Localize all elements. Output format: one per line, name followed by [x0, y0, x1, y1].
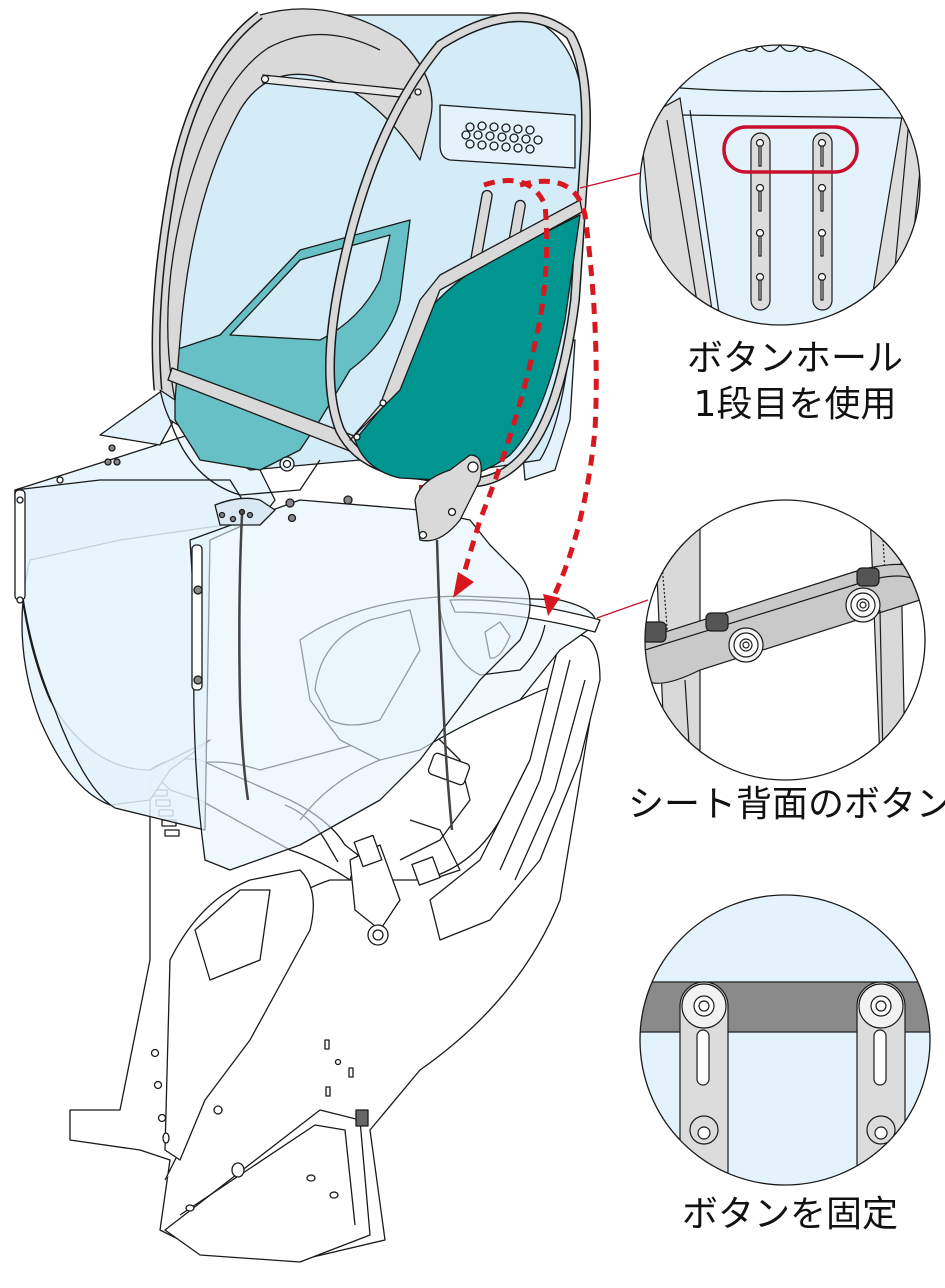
rain-cover-side-panels — [14, 339, 576, 871]
highlight-first-hole — [722, 125, 859, 174]
callout-fix-button — [639, 894, 931, 1186]
slot-strap-right — [812, 132, 833, 311]
arrowhead-right — [543, 594, 560, 616]
callout-seat-back-button — [644, 499, 926, 781]
footrest — [164, 1109, 371, 1263]
leader-line-2 — [596, 599, 649, 619]
instruction-arrows — [459, 178, 599, 600]
vent-holes — [461, 121, 543, 154]
dashed-arrow-left — [459, 178, 550, 581]
caption-seat-back-button: シート背面のボタン — [628, 782, 945, 828]
snap-button-left — [728, 627, 764, 663]
caption-line: ボタンを固定 — [681, 1194, 898, 1235]
canopy-back-panel — [439, 104, 576, 169]
fastened-strap-left — [679, 981, 729, 1185]
caption-line: シート背面のボタン — [628, 784, 945, 825]
canopy — [151, 8, 591, 542]
cord-right — [435, 539, 454, 831]
canopy-strap-bracket — [414, 454, 482, 542]
caption-button-hole: ボタンホール 1段目を使用 — [660, 336, 930, 428]
slot-strap-left — [750, 132, 771, 311]
caption-line: ボタンホール — [686, 338, 903, 379]
front-curtain — [189, 499, 531, 871]
arrowhead-left — [453, 572, 474, 598]
cord-left — [238, 514, 250, 801]
caption-fix-button: ボタンを固定 — [660, 1192, 920, 1238]
caption-line: 1段目を使用 — [693, 384, 897, 425]
callout-button-hole — [639, 44, 921, 326]
leader-line-1 — [579, 171, 646, 189]
mounting-clip — [355, 1109, 369, 1127]
bicycle-seat-illustration — [14, 8, 601, 1263]
snap-button-right — [845, 587, 881, 623]
